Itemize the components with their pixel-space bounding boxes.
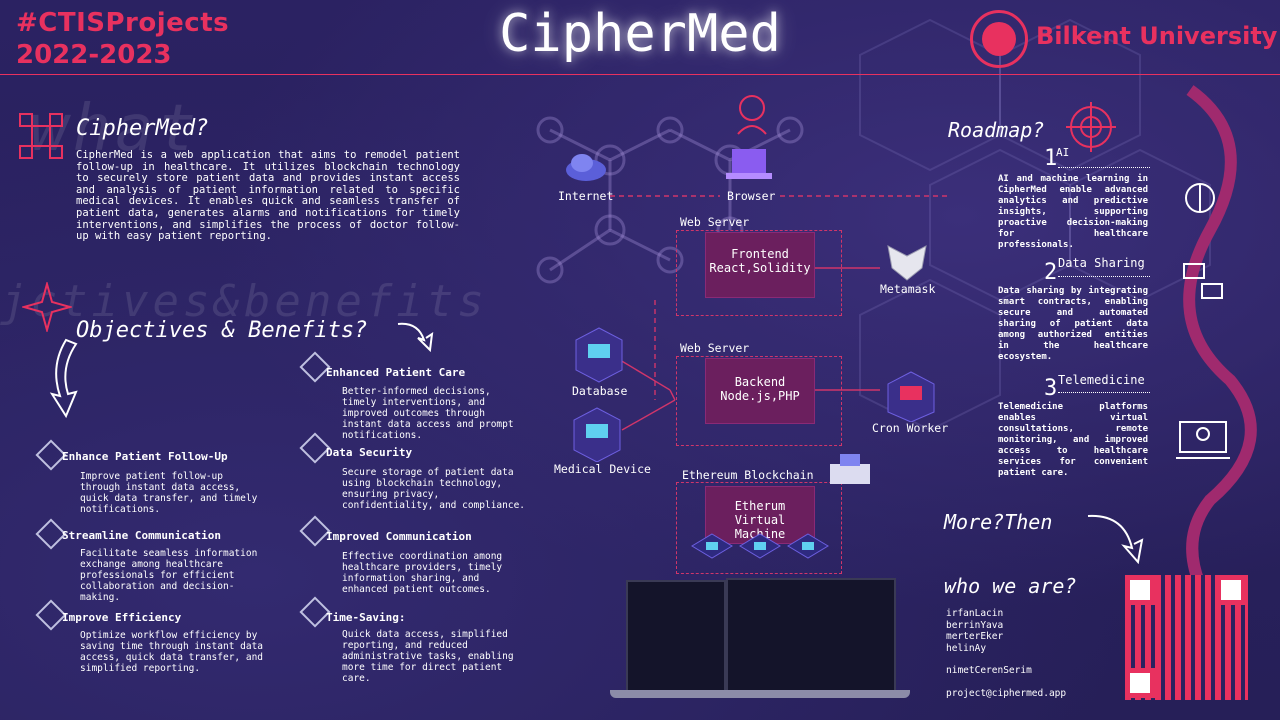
objective-text: Facilitate seamless information exchange…: [80, 548, 258, 603]
benefit-title: Improved Communication: [326, 530, 472, 543]
folder-share-icon: [1183, 263, 1223, 299]
roadmap-title: Data Sharing: [1058, 256, 1145, 270]
contact-email[interactable]: project@ciphermed.app: [946, 688, 1067, 699]
objective-title: Streamline Communication: [62, 529, 221, 542]
benefit-text: Effective coordination among healthcare …: [342, 551, 503, 595]
database-label: Database: [572, 384, 628, 398]
metamask-fox-icon: [887, 245, 927, 281]
objective-text: Improve patient follow-up through instan…: [80, 471, 258, 515]
roadmap-path: [1183, 85, 1257, 624]
dashboard-preview-phone: [626, 580, 726, 694]
roadmap-num: 3: [1044, 376, 1058, 401]
roadmap-heading: Roadmap?: [948, 118, 1045, 142]
laptop-base: [610, 690, 910, 698]
roadmap-title: Telemedicine: [1058, 373, 1145, 387]
qr-finder: [1216, 575, 1246, 605]
evm-box: Etherum Virtual Machine: [705, 486, 815, 544]
down-arrow-icon: [49, 338, 78, 419]
what-heading: CipherMed?: [76, 116, 209, 141]
curved-arrow-icon: [1087, 514, 1144, 564]
roadmap-title: AI: [1056, 146, 1070, 159]
objective-title: Improve Efficiency: [62, 611, 182, 624]
frontend-title: Frontend: [731, 247, 789, 261]
frontend-box: Frontend React,Solidity: [705, 232, 815, 298]
objectives-heading: Objectives & Benefits?: [76, 318, 368, 343]
ethereum-label: Ethereum Blockchain: [682, 468, 814, 482]
internet-label: Internet: [558, 189, 614, 203]
database-icon: [575, 327, 623, 383]
architecture-connectors: [610, 195, 950, 431]
roadmap-divider: [1058, 167, 1150, 168]
team-member: merterEker: [946, 631, 1004, 642]
what-description: CipherMed is a web application that aims…: [76, 149, 460, 243]
blockchain-frame: [676, 482, 842, 574]
blockchain-blocks-icon: [691, 533, 829, 559]
watermark-what: what: [30, 92, 201, 166]
frontend-tech: React,Solidity: [709, 261, 811, 275]
team-member: irfanLacin: [946, 608, 1004, 619]
roadmap-text: Telemedicine platforms enables virtual c…: [998, 402, 1148, 478]
roadmap-text: Data sharing by integrating smart contra…: [998, 286, 1148, 362]
cron-worker-icon: [887, 371, 935, 422]
objective-title: Enhance Patient Follow-Up: [62, 450, 228, 463]
web-server-label: Web Server: [680, 341, 750, 355]
roadmap-divider: [1058, 392, 1150, 393]
medical-blockchain-icon: [19, 113, 63, 159]
backend-tech: Node.js,PHP: [720, 389, 800, 403]
watermark-objectives: jctives&benefits: [0, 276, 488, 327]
page-title: CipherMed: [499, 4, 781, 64]
printer-icon: [830, 454, 870, 484]
project-year: 2022-2023: [16, 40, 172, 70]
roadmap-num: 2: [1044, 260, 1058, 285]
project-tag: #CTISProjects: [16, 8, 230, 38]
dashboard-preview-laptop: [726, 578, 896, 694]
roadmap-num: 1: [1044, 146, 1058, 171]
cron-worker-label: Cron Worker: [872, 421, 949, 435]
telemedicine-icon: [1176, 421, 1230, 459]
university-name: Bilkent University: [1036, 22, 1278, 50]
backend-title: Backend: [734, 375, 786, 389]
header-divider: [0, 74, 1280, 75]
target-icon: [1066, 102, 1116, 152]
benefit-title: Time-Saving:: [326, 611, 406, 624]
benefit-text: Quick data access, simplified reporting,…: [342, 629, 514, 684]
objective-text: Optimize workflow efficiency by saving t…: [80, 630, 264, 674]
frontend-server-frame: [676, 230, 842, 316]
qr-finder: [1125, 575, 1155, 605]
evm-line-1: Etherum Virtual: [734, 499, 786, 527]
medical-device-label: Medical Device: [554, 462, 651, 476]
web-server-label: Web Server: [680, 215, 750, 229]
browser-label: Browser: [727, 189, 776, 203]
university-seal-icon: [970, 10, 1028, 68]
metamask-label: Metamask: [880, 282, 936, 296]
benefit-text: Better-informed decisions, timely interv…: [342, 386, 514, 441]
sparkle-icon: [22, 282, 72, 332]
user-icon: [737, 95, 767, 135]
benefit-title: Enhanced Patient Care: [326, 366, 466, 379]
team-heading: who we are?: [944, 574, 1077, 598]
team-advisor: nimetCerenSerim: [946, 665, 1032, 676]
backend-box: Backend Node.js,PHP: [705, 358, 815, 424]
laptop-icon: [726, 149, 772, 179]
molecule-network: [536, 116, 804, 284]
team-member: helinAy: [946, 643, 987, 654]
backend-server-frame: [676, 356, 842, 446]
medical-device-icon: [573, 407, 621, 462]
benefit-title: Data Security: [326, 446, 413, 459]
roadmap-text: AI and machine learning in CipherMed ena…: [998, 174, 1148, 250]
cloud-icon: [566, 154, 606, 181]
brain-circuit-icon: [1185, 183, 1215, 213]
curved-arrow-icon: [397, 322, 434, 352]
team-member: berrinYava: [946, 620, 1004, 631]
more-heading: More?Then: [944, 510, 1053, 534]
qr-finder: [1125, 668, 1155, 698]
roadmap-divider: [1058, 276, 1150, 277]
benefit-text: Secure storage of patient data using blo…: [342, 467, 526, 511]
